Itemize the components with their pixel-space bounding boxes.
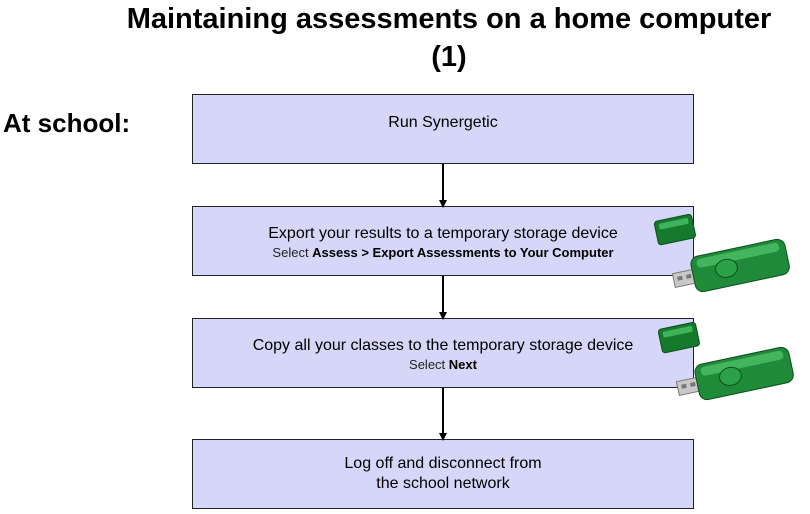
step-text: Run Synergetic bbox=[388, 114, 498, 131]
page-title-line-2: (1) bbox=[431, 41, 467, 73]
instruction-button: Next bbox=[448, 357, 477, 372]
instruction-prefix: Select bbox=[272, 245, 313, 260]
step-export-results: Export your results to a temporary stora… bbox=[192, 206, 694, 276]
step-instruction: Select Next bbox=[193, 356, 693, 374]
usb-drive-icon bbox=[657, 321, 794, 401]
instruction-menu-path: Assess > Export Assessments to Your Comp… bbox=[312, 245, 614, 260]
step-text: Copy all your classes to the temporary s… bbox=[252, 337, 634, 354]
step-text-line-1: Log off and disconnect from bbox=[344, 455, 542, 472]
location-label: At school: bbox=[3, 108, 131, 138]
step-instruction: Select Assess > Export Assessments to Yo… bbox=[193, 244, 693, 262]
step-log-off: Log off and disconnect from the school n… bbox=[192, 439, 694, 509]
usb-drive-icon bbox=[653, 213, 790, 293]
step-text-line-2: the school network bbox=[376, 475, 510, 492]
page-title-line-1: Maintaining assessments on a home comput… bbox=[126, 3, 772, 35]
step-text: Export your results to a temporary stora… bbox=[268, 225, 618, 242]
instruction-prefix: Select bbox=[409, 357, 449, 372]
step-copy-classes: Copy all your classes to the temporary s… bbox=[192, 318, 694, 388]
page-title: Maintaining assessments on a home comput… bbox=[90, 0, 808, 76]
step-run-synergetic: Run Synergetic bbox=[192, 94, 694, 164]
